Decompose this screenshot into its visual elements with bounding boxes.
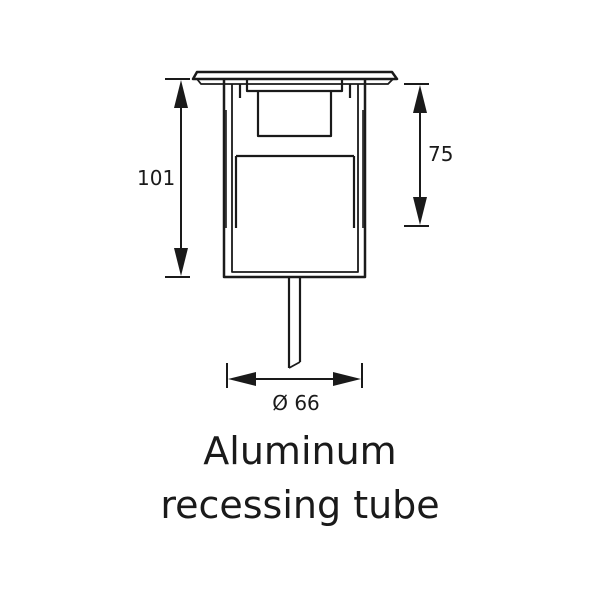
inner-fitting: [225, 79, 364, 228]
dimension-75: [404, 83, 429, 227]
tube-body: [222, 79, 367, 279]
dimension-101-label: 101: [137, 166, 175, 190]
dimension-diameter: [226, 363, 363, 388]
top-flange: [191, 70, 399, 85]
cable: [287, 277, 302, 369]
caption-line-1: Aluminum: [203, 429, 397, 473]
dimension-101: [165, 78, 190, 278]
caption: Aluminum recessing tube: [0, 424, 600, 532]
dimension-diameter-label: Ø 66: [272, 391, 320, 415]
dimension-75-label: 75: [428, 142, 453, 166]
caption-line-2: recessing tube: [160, 483, 440, 527]
